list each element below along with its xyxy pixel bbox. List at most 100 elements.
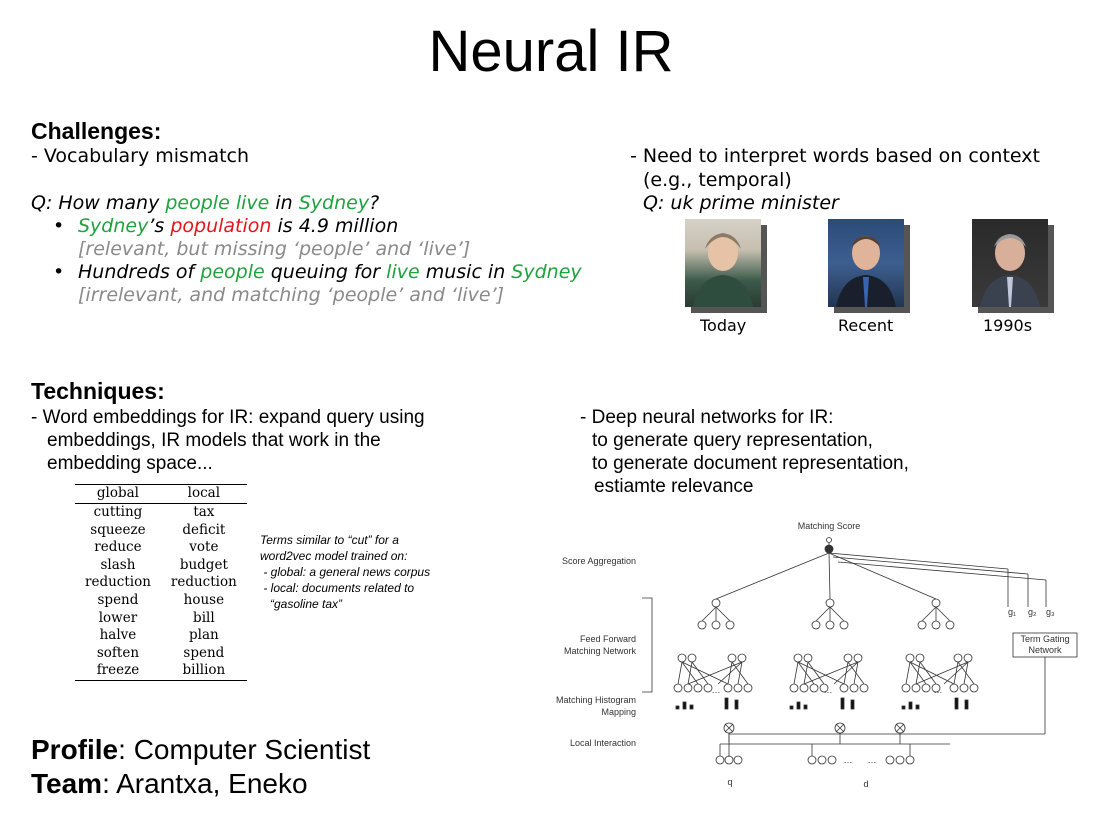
query-label: q <box>727 777 732 787</box>
matching-score-label: Matching Score <box>798 521 861 531</box>
team-label: Team <box>31 768 103 799</box>
table-cell: bill <box>193 609 215 626</box>
techniques-left-line2: embeddings, IR models that work in the <box>47 430 381 451</box>
ellipsis-label: … <box>824 685 833 695</box>
table-cell: reduction <box>170 574 237 591</box>
query-highlight: Sydney <box>298 192 370 214</box>
table-cell: spend <box>183 644 225 661</box>
table-cell: lower <box>98 609 138 626</box>
table-cell: slash <box>100 556 136 573</box>
techniques-right-line2: to generate query representation, <box>592 430 873 451</box>
tower-3 <box>894 598 979 734</box>
table-cell: budget <box>179 556 228 573</box>
ellipsis-label: … <box>934 685 943 695</box>
table-header: local <box>160 484 247 504</box>
bullet-dot: • <box>53 261 65 283</box>
query-highlight: people live <box>165 192 270 214</box>
techniques-right-line4: estiamte relevance <box>594 476 754 497</box>
table-header: global <box>75 484 161 504</box>
techniques-right-line3: to generate document representation, <box>592 453 909 474</box>
profile-value: : Computer Scientist <box>118 734 371 765</box>
table-cell: tax <box>193 504 215 520</box>
local-interaction-label: Local Interaction <box>570 738 636 748</box>
gate-g1-label: g₁ <box>1008 607 1016 617</box>
bullet-irrelevant-note: [irrelevant, and matching ‘people’ and ‘… <box>78 284 505 306</box>
portrait-icon <box>980 234 1040 307</box>
bullet-relevant: • Sydney’s population is 4.9 million <box>53 215 399 238</box>
table-cell: reduction <box>85 574 151 591</box>
ellipsis-label: … <box>868 755 877 765</box>
table-cell: cutting <box>93 504 143 520</box>
techniques-heading: Techniques: <box>31 378 165 404</box>
context-text-line1: - Need to interpret words based on conte… <box>630 145 1040 167</box>
query-part: ? <box>369 192 380 214</box>
table-header-row: global local <box>75 484 247 504</box>
document-label: d <box>863 779 868 789</box>
table-row: cutting tax <box>75 504 247 522</box>
table-cell: squeeze <box>90 521 146 538</box>
mh-label-line2: Mapping <box>601 707 636 717</box>
mh-label-line1: Matching Histogram <box>556 695 636 705</box>
table-cell: house <box>183 591 225 608</box>
bullet-highlight: Sydney <box>78 215 149 237</box>
bullet-highlight: live <box>386 261 420 283</box>
vocab-mismatch-text: - Vocabulary mismatch <box>31 145 250 167</box>
table-row: slash budget <box>75 557 247 575</box>
note-line: Terms similar to “cut” for a <box>260 533 399 547</box>
challenges-heading: Challenges: <box>31 118 162 144</box>
techniques-left-line1: - Word embeddings for IR: expand query u… <box>31 407 425 428</box>
table-cell: halve <box>99 627 137 644</box>
bullet-text: queuing for <box>264 261 387 283</box>
query-part: Q: How many <box>31 192 166 214</box>
table-cell: billion <box>160 662 247 681</box>
portrait-icon <box>836 236 896 307</box>
table-row: squeeze deficit <box>75 522 247 540</box>
techniques-right-line1: - Deep neural networks for IR: <box>580 407 834 428</box>
bullet-text: ’s <box>148 215 171 237</box>
caption-recent: Recent <box>838 316 894 335</box>
bullet-highlight: Sydney <box>511 261 582 283</box>
team-value: : Arantxa, Eneko <box>102 768 308 799</box>
ff-label-line1: Feed Forward <box>580 634 636 644</box>
table-row: lower bill <box>75 610 247 628</box>
bullet-highlight: people <box>200 261 265 283</box>
context-text-line2: (e.g., temporal) <box>643 169 792 191</box>
photo-recent <box>828 219 904 307</box>
table-cell: vote <box>189 539 219 556</box>
table-cell: soften <box>96 644 140 661</box>
note-line: - global: a general news corpus <box>260 565 431 579</box>
slide-title: Neural IR <box>428 19 674 84</box>
caption-today: Today <box>700 316 747 335</box>
profile-line: Profile: Computer Scientist <box>31 733 370 766</box>
table-cell: freeze <box>75 662 161 681</box>
bullet-text: music in <box>419 261 512 283</box>
tower-1 <box>673 598 753 734</box>
photo-today <box>685 219 761 307</box>
portrait-icon <box>693 233 753 307</box>
bullet-highlight-red: population <box>170 215 272 237</box>
drmm-architecture-diagram: Matching Score Score Aggregation Feed Fo… <box>556 521 1078 789</box>
bullet-dot: • <box>53 215 65 237</box>
profile-label: Profile <box>31 734 119 765</box>
table-cell: plan <box>189 627 219 644</box>
gate-g2-label: g₂ <box>1028 607 1037 617</box>
table-row: soften spend <box>75 645 247 663</box>
bullet-text: is 4.9 million <box>271 215 399 237</box>
score-aggregation-label: Score Aggregation <box>562 556 636 566</box>
similar-terms-table-wrap: global local cutting tax squeeze deficit r… <box>75 484 247 681</box>
ellipsis-label: … <box>712 685 721 695</box>
table-cell: deficit <box>182 521 226 538</box>
table-row: reduction reduction <box>75 574 247 592</box>
table-cell: reduce <box>94 539 142 556</box>
tower-2 <box>789 598 869 734</box>
ff-label-line2: Matching Network <box>564 646 637 656</box>
context-query: Q: uk prime minister <box>643 192 839 214</box>
note-line: “gasoline tax” <box>260 597 343 611</box>
example-query: Q: How many people live in Sydney? <box>31 192 379 215</box>
table-row: spend house <box>75 592 247 610</box>
bullet-text: Hundreds of <box>78 261 201 283</box>
table-cell: spend <box>97 591 139 608</box>
team-line: Team: Arantxa, Eneko <box>31 767 308 800</box>
note-line: word2vec model trained on: <box>260 549 408 563</box>
